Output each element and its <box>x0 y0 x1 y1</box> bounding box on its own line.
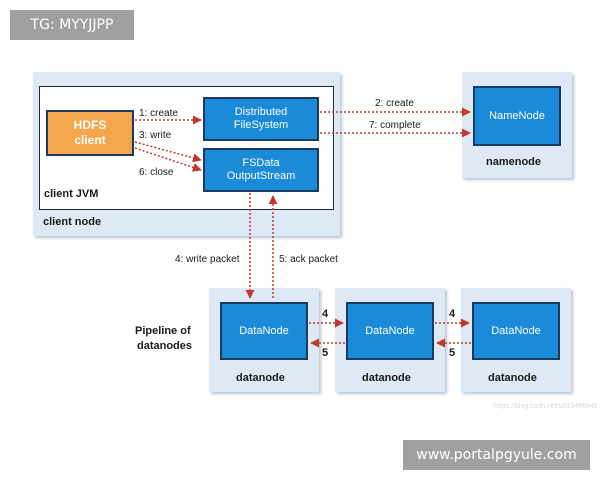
label-ack-packet: 5: ack packet <box>279 254 338 265</box>
arrow-write <box>134 141 202 163</box>
label-write-packet: 4: write packet <box>175 254 240 265</box>
tg-badge: TG: MYYJJPP <box>10 10 134 40</box>
namenode-label: namenode <box>486 156 542 168</box>
datanode-label-1: datanode <box>236 372 285 384</box>
datanode-label-3: datanode <box>488 372 537 384</box>
arrow-close <box>134 147 202 172</box>
label-nn-create: 2: create <box>375 98 414 109</box>
namenode-box-label: NameNode <box>489 109 545 122</box>
label-close: 6: close <box>139 167 174 178</box>
datanode-box-3: DataNode <box>472 302 560 360</box>
pipeline-label-line-1: Pipeline of <box>135 325 191 337</box>
dfs-line-2: FileSystem <box>233 119 289 131</box>
dfs-line-1: Distributed <box>234 106 288 118</box>
hdfs-client-line-1: HDFS <box>73 118 107 132</box>
label-back-5a: 5 <box>322 347 329 359</box>
datanode-box-2: DataNode <box>346 302 434 360</box>
datanode-box-3-label: DataNode <box>491 324 541 337</box>
label-forward-4b: 4 <box>449 308 456 320</box>
label-create: 1: create <box>139 108 178 119</box>
label-write: 3: write <box>139 130 172 141</box>
faint-watermark-text: https://blog.csdn.net/u010496845 <box>494 403 598 410</box>
datanode-box-1-label: DataNode <box>239 324 289 337</box>
fsdata-line-1: FSData <box>242 157 280 169</box>
fsdata-line-2: OutputStream <box>226 170 296 182</box>
datanode-box-1: DataNode <box>220 302 308 360</box>
hdfs-client-line-2: client <box>74 133 106 147</box>
label-back-5b: 5 <box>449 347 456 359</box>
pipeline-label-line-2: datanodes <box>137 340 193 352</box>
namenode-box: NameNode <box>473 86 561 146</box>
label-forward-4a: 4 <box>322 308 329 320</box>
datanode-box-2-label: DataNode <box>365 324 415 337</box>
client-node-label: client node <box>43 216 102 228</box>
client-jvm-label: client JVM <box>44 188 99 200</box>
label-nn-complete: 7: complete <box>369 120 421 131</box>
datanode-label-2: datanode <box>362 372 411 384</box>
site-badge: www.portalpgyule.com <box>403 440 590 470</box>
